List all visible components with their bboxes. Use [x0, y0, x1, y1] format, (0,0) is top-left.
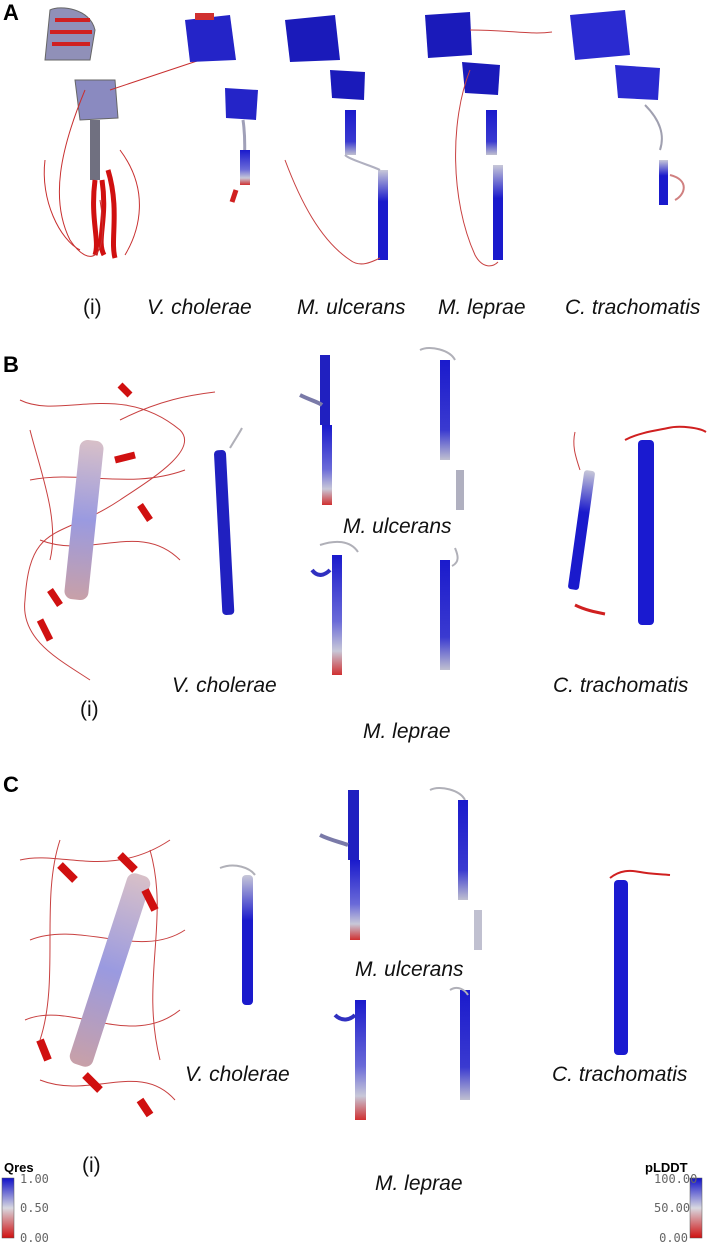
panel-c-structures	[19, 787, 671, 1120]
panel-b-label-i: (i)	[80, 698, 99, 721]
panel-c-m-ulcerans-2	[429, 787, 482, 950]
panel-a-label-i: (i)	[83, 296, 102, 319]
qres-colorbar-gradient	[1, 1177, 15, 1239]
panel-a-m-ulcerans	[284, 15, 388, 265]
panel-b-structures	[19, 347, 707, 681]
plddt-colorbar-tick-max: 100.00	[654, 1172, 698, 1186]
panel-b-m-ulcerans-2	[419, 347, 464, 510]
panel-b-label-m-leprae: M. leprae	[363, 720, 451, 743]
panel-label-a: A	[3, 0, 19, 25]
panel-b-m-leprae-2	[440, 547, 459, 670]
plddt-colorbar-title: pLDDT	[645, 1160, 688, 1175]
qres-colorbar-title: Qres	[4, 1160, 34, 1175]
panel-a-structures	[43, 7, 685, 267]
panel-c-v-cholerae	[219, 864, 256, 1005]
panel-c-label-c-trachomatis: C. trachomatis	[552, 1063, 688, 1086]
plddt-colorbar-tick-min: 0.00	[659, 1231, 688, 1245]
panel-b-c-trachomatis-2	[624, 425, 707, 625]
qres-colorbar-tick-min: 0.00	[20, 1231, 49, 1245]
panel-label-b: B	[3, 352, 19, 377]
panel-b-m-leprae-1	[310, 540, 359, 675]
panel-c-label-i: (i)	[82, 1154, 101, 1177]
panel-b-m-ulcerans-1	[299, 355, 332, 505]
qres-colorbar-tick-max: 1.00	[20, 1172, 49, 1186]
panel-label-c: C	[3, 772, 19, 797]
panel-c-m-ulcerans-1	[319, 790, 360, 940]
panel-a-m-leprae	[425, 12, 553, 267]
panel-a-label-v-cholerae: V. cholerae	[147, 296, 252, 319]
qres-colorbar-tick-mid: 0.50	[20, 1201, 49, 1215]
panel-b-c-trachomatis-1	[568, 431, 606, 616]
panel-c-label-m-leprae: M. leprae	[375, 1172, 463, 1195]
panel-a-label-m-ulcerans: M. ulcerans	[297, 296, 406, 319]
panel-b-v-cholerae	[214, 427, 243, 615]
panel-c-label-v-cholerae: V. cholerae	[185, 1063, 290, 1086]
panel-b-label-v-cholerae: V. cholerae	[172, 674, 277, 697]
panel-a-v-cholerae	[185, 13, 258, 203]
plddt-colorbar-gradient	[689, 1177, 703, 1239]
panel-c-c-trachomatis	[609, 869, 671, 1055]
panel-b-label-c-trachomatis: C. trachomatis	[553, 674, 689, 697]
panel-c-m-leprae-1	[333, 1000, 366, 1120]
panel-c-label-m-ulcerans: M. ulcerans	[355, 958, 464, 981]
panel-a-label-c-trachomatis: C. trachomatis	[565, 296, 701, 319]
panel-b-model-i	[19, 382, 216, 681]
panel-c-model-i	[19, 839, 186, 1118]
panel-c-m-leprae-2	[449, 986, 470, 1100]
panel-a-label-m-leprae: M. leprae	[438, 296, 526, 319]
panel-b-label-m-ulcerans: M. ulcerans	[343, 515, 452, 538]
plddt-colorbar-tick-mid: 50.00	[654, 1201, 691, 1215]
panel-a-c-trachomatis	[570, 10, 685, 205]
